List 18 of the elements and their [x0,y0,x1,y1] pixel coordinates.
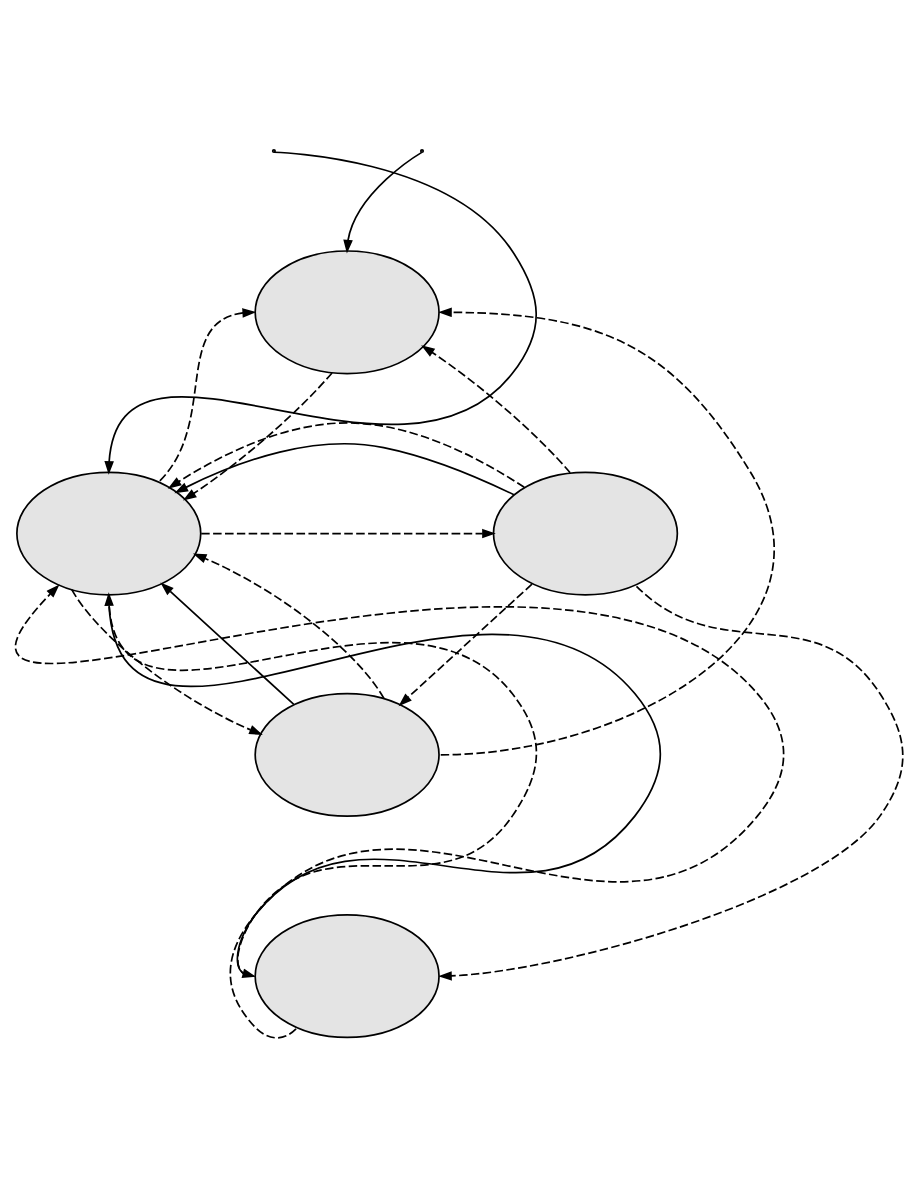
arrow [70,588,263,735]
arrow [421,345,571,474]
arrow [182,372,333,501]
arrow [160,582,295,706]
arrow [104,151,538,475]
arrow [343,151,423,254]
node-ellipse [492,471,679,596]
arrow [200,528,496,539]
arrow [438,307,776,756]
arrow [398,583,533,707]
arrow [174,442,515,496]
arrow [438,585,904,981]
arrow [17,584,785,1039]
arrow [167,422,526,489]
node-ellipse [254,914,440,1039]
arrow [159,308,257,482]
arrow [192,553,385,700]
node-ellipse [254,250,440,375]
